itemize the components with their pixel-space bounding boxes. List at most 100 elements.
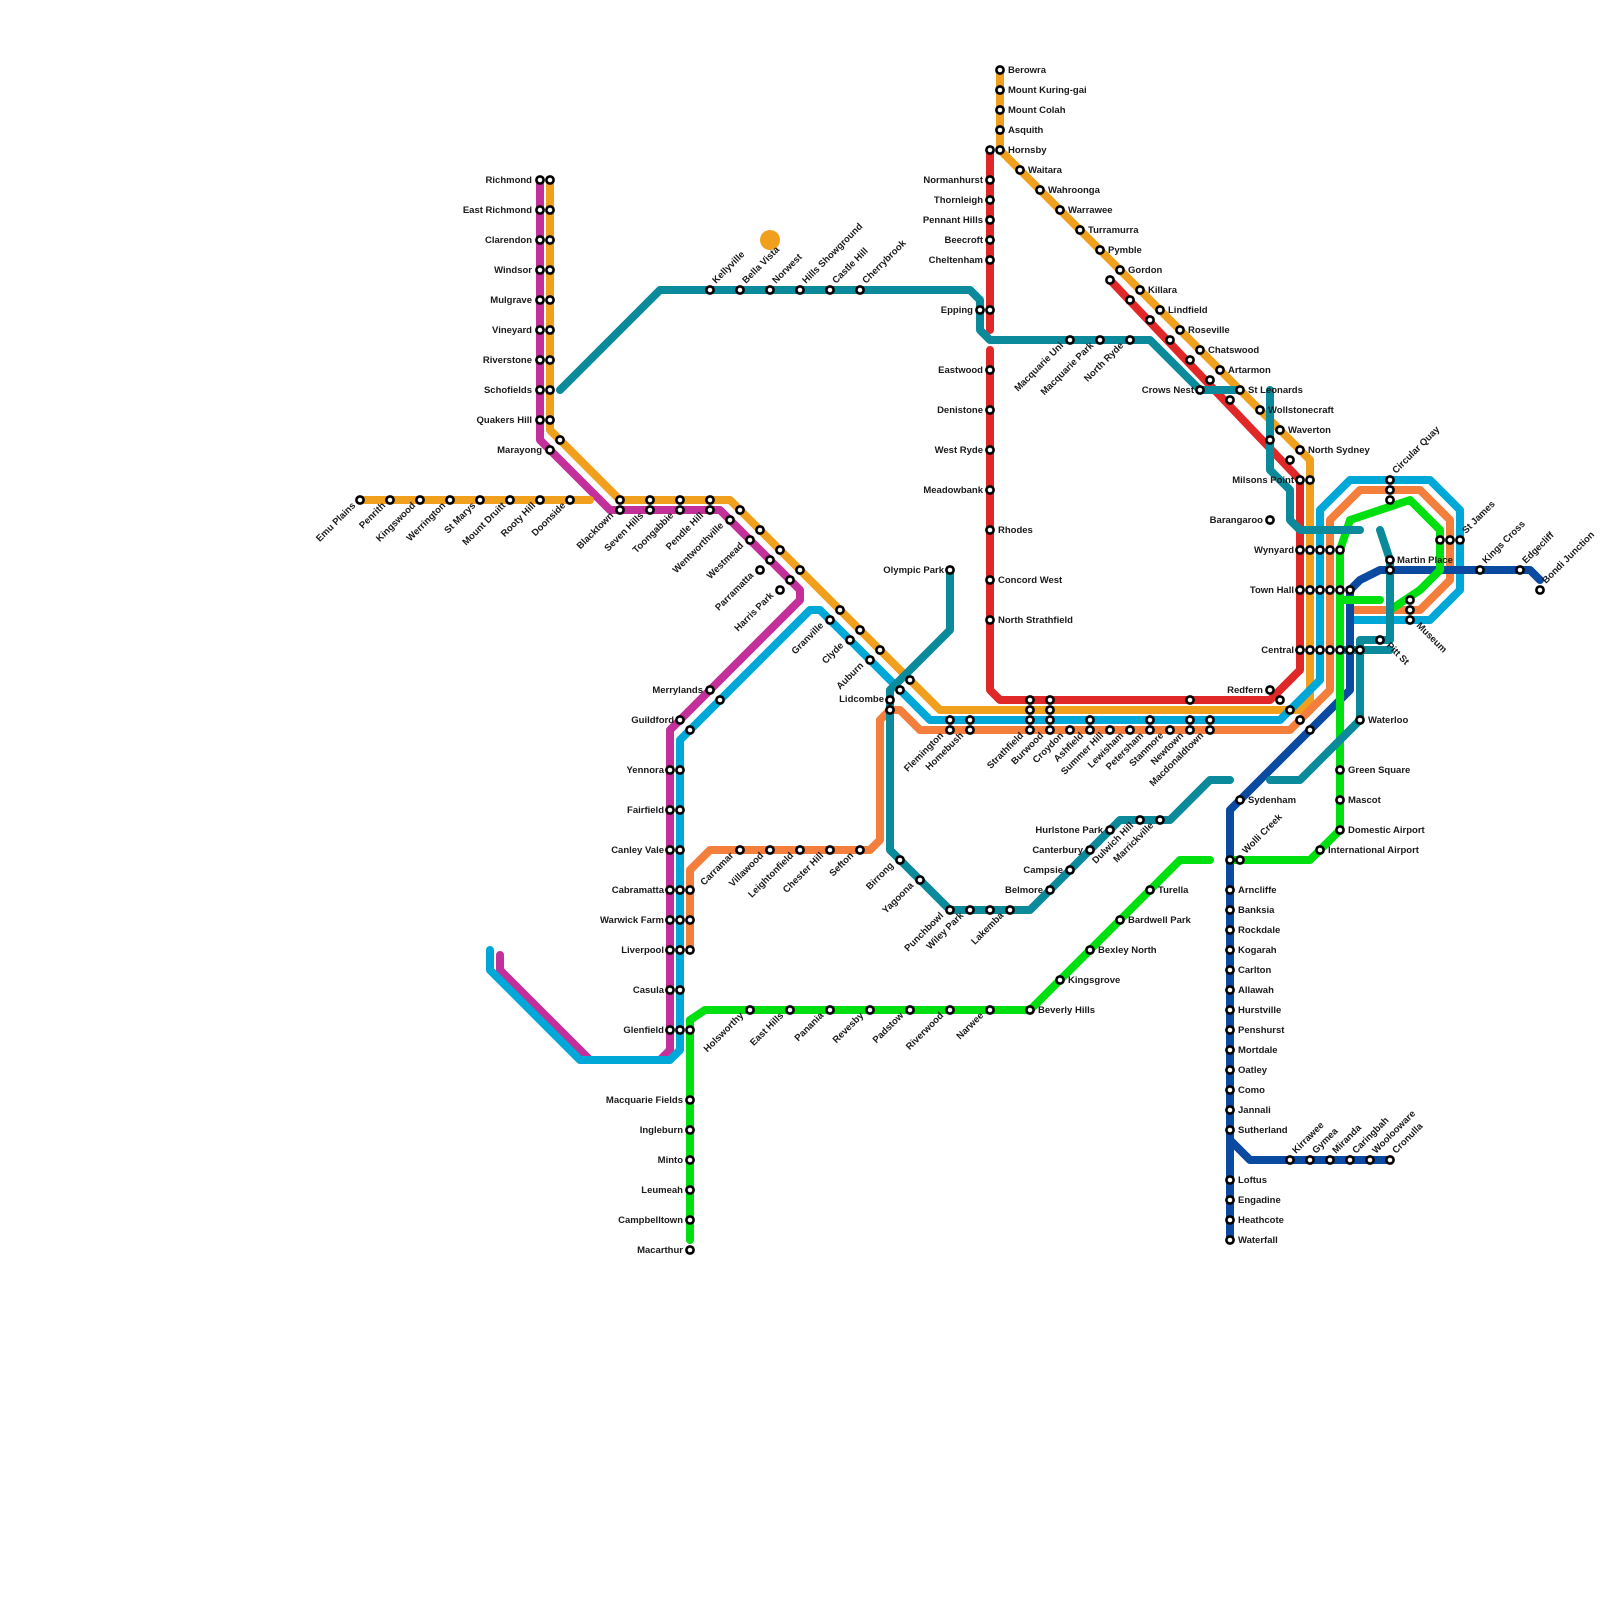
station-label-jannali[interactable]: Jannali bbox=[1238, 1105, 1271, 1116]
station-label-redfern[interactable]: Redfern bbox=[1227, 685, 1263, 696]
station-circle-icon[interactable] bbox=[1406, 616, 1413, 623]
station-circle-icon[interactable] bbox=[686, 916, 693, 923]
station-circle-icon[interactable] bbox=[1296, 476, 1303, 483]
station-circle-icon[interactable] bbox=[1026, 726, 1033, 733]
station-circle-icon[interactable] bbox=[1226, 856, 1233, 863]
station-circle-icon[interactable] bbox=[666, 946, 673, 953]
station-label-riverstone[interactable]: Riverstone bbox=[483, 355, 532, 366]
station-circle-icon[interactable] bbox=[1226, 1046, 1233, 1053]
station-circle-icon[interactable] bbox=[906, 1006, 913, 1013]
station-label-roseville[interactable]: Roseville bbox=[1188, 325, 1230, 336]
station-circle-icon[interactable] bbox=[986, 526, 993, 533]
station-circle-icon[interactable] bbox=[1226, 886, 1233, 893]
station-circle-icon[interactable] bbox=[1306, 1156, 1313, 1163]
station-circle-icon[interactable] bbox=[1086, 846, 1093, 853]
station-label-penshurst[interactable]: Penshurst bbox=[1238, 1025, 1285, 1036]
station-circle-icon[interactable] bbox=[896, 856, 903, 863]
station-label-martin-place[interactable]: Martin Place bbox=[1397, 555, 1453, 566]
station-label-international-airport[interactable]: International Airport bbox=[1328, 845, 1420, 856]
station-label-holsworthy[interactable]: Holsworthy bbox=[702, 1010, 747, 1055]
station-label-arncliffe[interactable]: Arncliffe bbox=[1238, 885, 1277, 896]
station-circle-icon[interactable] bbox=[966, 906, 973, 913]
station-circle-icon[interactable] bbox=[546, 446, 553, 453]
station-circle-icon[interactable] bbox=[1266, 686, 1273, 693]
station-circle-icon[interactable] bbox=[766, 286, 773, 293]
station-label-artarmon[interactable]: Artarmon bbox=[1228, 365, 1271, 376]
station-label-pitt-st[interactable]: Pitt St bbox=[1384, 640, 1412, 668]
station-label-sutherland[interactable]: Sutherland bbox=[1238, 1125, 1288, 1136]
station-label-yennora[interactable]: Yennora bbox=[627, 765, 665, 776]
station-label-engadine[interactable]: Engadine bbox=[1238, 1195, 1281, 1206]
station-circle-icon[interactable] bbox=[1326, 1156, 1333, 1163]
station-circle-icon[interactable] bbox=[1336, 546, 1343, 553]
station-circle-icon[interactable] bbox=[1536, 586, 1543, 593]
station-circle-icon[interactable] bbox=[876, 646, 883, 653]
station-label-narwee[interactable]: Narwee bbox=[954, 1010, 986, 1042]
station-label-waitara[interactable]: Waitara bbox=[1028, 165, 1063, 176]
station-circle-icon[interactable] bbox=[1306, 646, 1313, 653]
station-label-macquarie-fields[interactable]: Macquarie Fields bbox=[606, 1095, 683, 1106]
station-circle-icon[interactable] bbox=[996, 126, 1003, 133]
station-circle-icon[interactable] bbox=[1066, 336, 1073, 343]
station-circle-icon[interactable] bbox=[1446, 536, 1453, 543]
station-label-crows-nest[interactable]: Crows Nest bbox=[1142, 385, 1195, 396]
station-circle-icon[interactable] bbox=[1166, 336, 1173, 343]
station-label-ingleburn[interactable]: Ingleburn bbox=[640, 1125, 683, 1136]
station-circle-icon[interactable] bbox=[1116, 266, 1123, 273]
station-label-auburn[interactable]: Auburn bbox=[834, 660, 866, 692]
station-circle-icon[interactable] bbox=[676, 946, 683, 953]
station-circle-icon[interactable] bbox=[1316, 646, 1323, 653]
station-label-turramurra[interactable]: Turramurra bbox=[1088, 225, 1139, 236]
station-circle-icon[interactable] bbox=[986, 196, 993, 203]
station-circle-icon[interactable] bbox=[986, 906, 993, 913]
station-circle-icon[interactable] bbox=[886, 706, 893, 713]
station-circle-icon[interactable] bbox=[1206, 716, 1213, 723]
station-circle-icon[interactable] bbox=[1386, 486, 1393, 493]
station-circle-icon[interactable] bbox=[1256, 406, 1263, 413]
station-circle-icon[interactable] bbox=[676, 1026, 683, 1033]
station-label-canterbury[interactable]: Canterbury bbox=[1032, 845, 1083, 856]
station-circle-icon[interactable] bbox=[506, 496, 513, 503]
station-label-cherrybrook[interactable]: Cherrybrook bbox=[860, 238, 909, 287]
station-label-wollstonecraft[interactable]: Wollstonecraft bbox=[1268, 405, 1335, 416]
station-label-heathcote[interactable]: Heathcote bbox=[1238, 1215, 1284, 1226]
station-circle-icon[interactable] bbox=[1286, 1156, 1293, 1163]
station-circle-icon[interactable] bbox=[616, 506, 623, 513]
station-circle-icon[interactable] bbox=[986, 176, 993, 183]
station-label-minto[interactable]: Minto bbox=[658, 1155, 684, 1166]
station-circle-icon[interactable] bbox=[476, 496, 483, 503]
station-label-macquarie-park[interactable]: Macquarie Park bbox=[1039, 340, 1097, 398]
station-circle-icon[interactable] bbox=[1026, 696, 1033, 703]
station-label-clyde[interactable]: Clyde bbox=[820, 640, 846, 666]
station-circle-icon[interactable] bbox=[536, 326, 543, 333]
station-circle-icon[interactable] bbox=[946, 726, 953, 733]
station-circle-icon[interactable] bbox=[1156, 816, 1163, 823]
station-circle-icon[interactable] bbox=[1086, 946, 1093, 953]
station-circle-icon[interactable] bbox=[666, 806, 673, 813]
station-label-killara[interactable]: Killara bbox=[1148, 285, 1178, 296]
station-label-asquith[interactable]: Asquith bbox=[1008, 125, 1044, 136]
station-circle-icon[interactable] bbox=[1106, 276, 1113, 283]
station-circle-icon[interactable] bbox=[1226, 1126, 1233, 1133]
station-circle-icon[interactable] bbox=[996, 86, 1003, 93]
station-circle-icon[interactable] bbox=[1026, 716, 1033, 723]
station-circle-icon[interactable] bbox=[896, 686, 903, 693]
station-circle-icon[interactable] bbox=[1056, 976, 1063, 983]
station-circle-icon[interactable] bbox=[1126, 296, 1133, 303]
station-label-cheltenham[interactable]: Cheltenham bbox=[929, 255, 983, 266]
station-label-riverwood[interactable]: Riverwood bbox=[904, 1010, 946, 1052]
station-circle-icon[interactable] bbox=[706, 286, 713, 293]
station-circle-icon[interactable] bbox=[676, 846, 683, 853]
station-circle-icon[interactable] bbox=[1146, 316, 1153, 323]
station-circle-icon[interactable] bbox=[1166, 726, 1173, 733]
station-circle-icon[interactable] bbox=[1316, 586, 1323, 593]
station-circle-icon[interactable] bbox=[966, 716, 973, 723]
station-circle-icon[interactable] bbox=[996, 146, 1003, 153]
station-circle-icon[interactable] bbox=[916, 876, 923, 883]
station-circle-icon[interactable] bbox=[986, 486, 993, 493]
station-label-thornleigh[interactable]: Thornleigh bbox=[934, 195, 983, 206]
station-label-hornsby[interactable]: Hornsby bbox=[1008, 145, 1047, 156]
station-circle-icon[interactable] bbox=[1326, 646, 1333, 653]
station-circle-icon[interactable] bbox=[1296, 546, 1303, 553]
station-label-sydenham[interactable]: Sydenham bbox=[1248, 795, 1296, 806]
